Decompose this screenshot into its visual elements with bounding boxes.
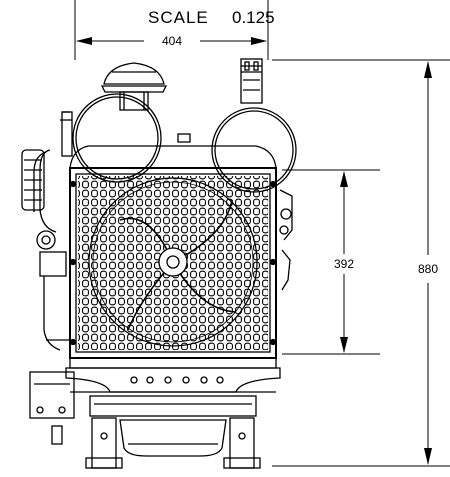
total-height-label: 880 xyxy=(418,262,438,276)
core-height-dimension: 392 xyxy=(282,169,380,355)
left-side-accessories xyxy=(21,149,75,445)
radiator-grille xyxy=(78,176,268,350)
scale-label: SCALE xyxy=(148,8,209,27)
scale-title: SCALE 0.125 xyxy=(148,8,275,27)
exhaust-assembly xyxy=(177,58,297,193)
width-dimension: 404 xyxy=(74,0,269,60)
radiator-lower-tank xyxy=(65,357,281,393)
width-dimension-label: 404 xyxy=(162,34,182,48)
core-height-label: 392 xyxy=(334,257,354,271)
engine-body xyxy=(21,58,297,469)
right-side-accessories xyxy=(279,189,293,291)
radiator-frame xyxy=(69,145,277,359)
engine-base xyxy=(85,395,261,469)
scale-value: 0.125 xyxy=(232,8,275,27)
air-cleaner-cap xyxy=(100,62,168,111)
total-height-dimension: 880 xyxy=(272,59,450,467)
